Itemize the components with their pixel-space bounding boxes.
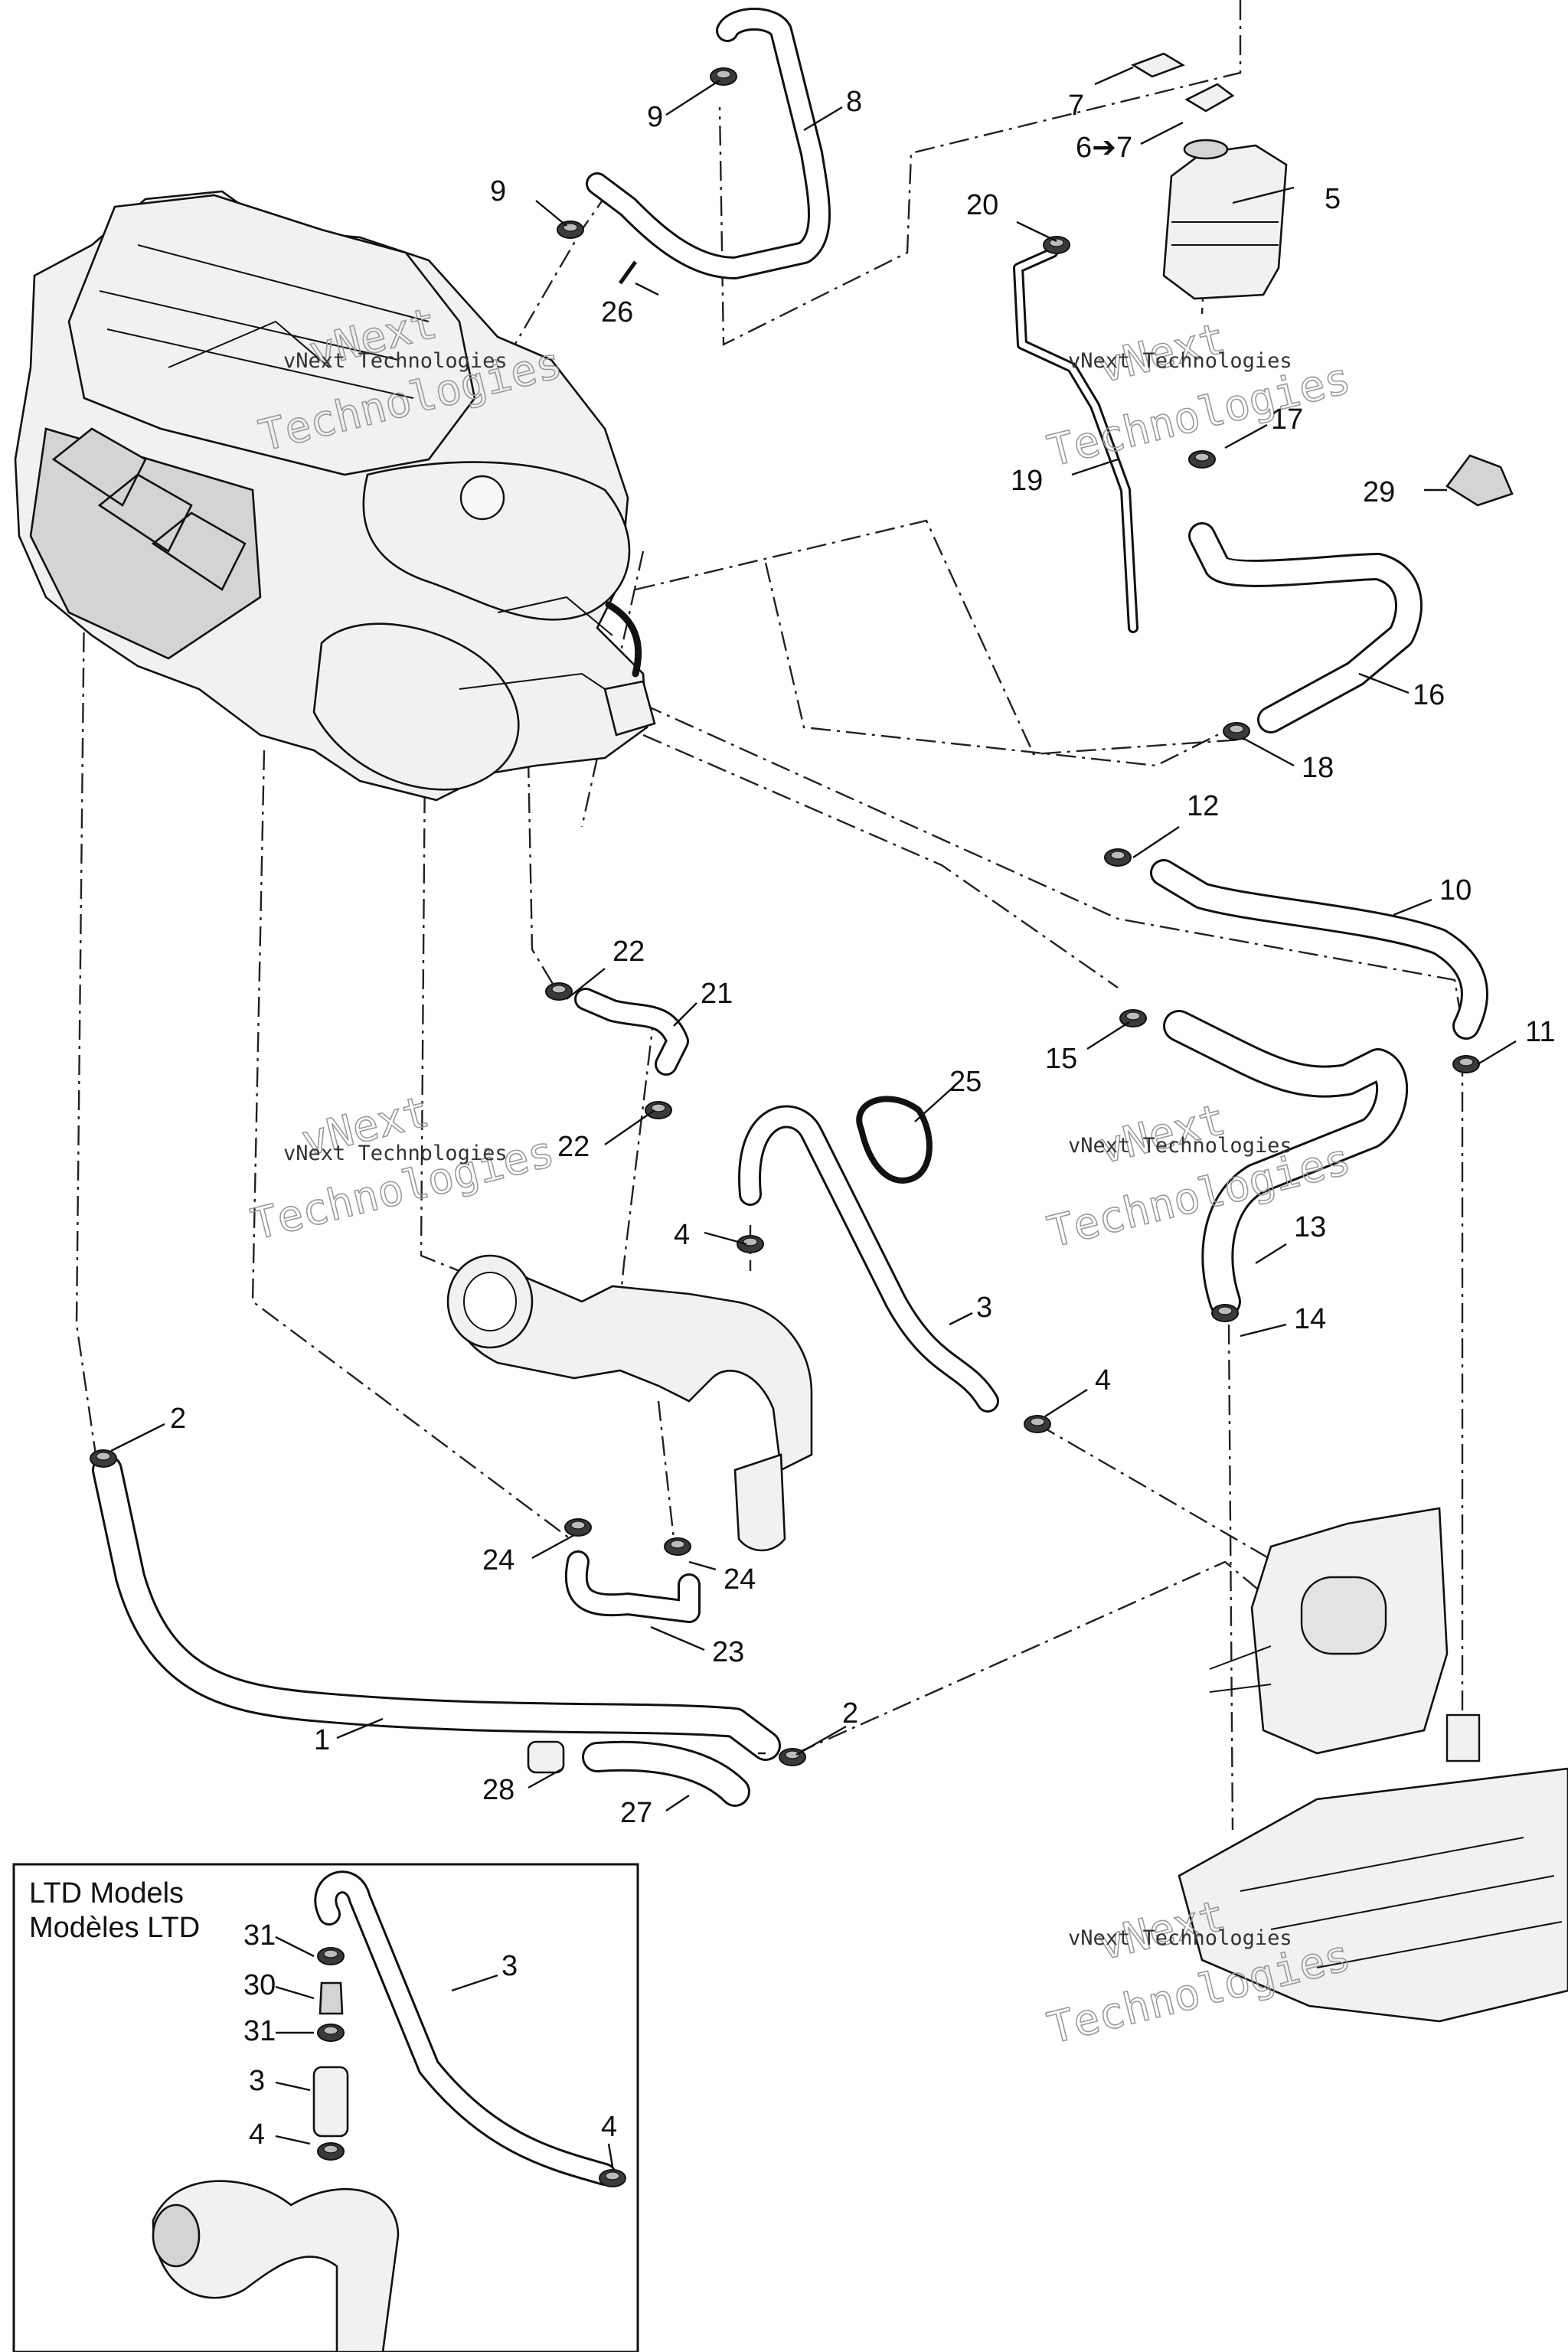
callout-7: 7: [1068, 90, 1084, 122]
callout-18: 18: [1302, 752, 1334, 784]
water-box-muffler: [446, 1254, 813, 1552]
reservoir-cap: [1184, 83, 1235, 113]
callout-23: 23: [712, 1636, 744, 1668]
ltd-title-fr: Modèles LTD: [29, 1912, 200, 1944]
hose-27: [582, 1740, 750, 1807]
callout-13: 13: [1294, 1211, 1326, 1243]
callout-2a: 2: [170, 1403, 186, 1435]
callout-19: 19: [1011, 465, 1043, 497]
svg-text:vNext Technologies: vNext Technologies: [1068, 1926, 1292, 1950]
jet-pump-housing: [1209, 1507, 1449, 1755]
leader-lines: [110, 66, 1517, 1811]
svg-text:vNext Technologies: vNext Technologies: [283, 1142, 508, 1165]
svg-text:vNext Technologies: vNext Technologies: [1068, 1134, 1292, 1158]
ltd-title-en: LTD Models: [29, 1877, 184, 1909]
callout-28: 28: [482, 1774, 514, 1806]
hose-10: [1150, 859, 1488, 1040]
ltd-callout-3b: 3: [501, 1950, 518, 1982]
callout-17: 17: [1271, 403, 1303, 436]
ltd-callout-31a: 31: [243, 1919, 276, 1952]
callout-5: 5: [1325, 183, 1341, 215]
callout-1: 1: [314, 1724, 330, 1756]
hose-16: [1188, 522, 1423, 733]
callout-4a: 4: [674, 1219, 690, 1251]
callout-15: 15: [1045, 1043, 1077, 1075]
callout-21: 21: [701, 978, 733, 1010]
callout-4b: 4: [1095, 1364, 1111, 1396]
callout-26: 26: [601, 296, 633, 328]
hose-19: [1013, 247, 1138, 633]
gasket-25: [856, 1096, 933, 1184]
callout-24b: 24: [724, 1563, 756, 1596]
callout-24a: 24: [482, 1544, 514, 1576]
callout-29: 29: [1363, 476, 1395, 508]
callout-3: 3: [976, 1292, 992, 1324]
ltd-callout-31b: 31: [243, 2015, 276, 2047]
callout-14: 14: [1294, 1303, 1326, 1335]
ltd-callout-4a: 4: [249, 2118, 265, 2151]
coolant-reservoir: [1162, 139, 1288, 300]
ltd-models-inset: LTD Models Modèles LTD 31 30 31 3 4 3 4: [12, 1863, 639, 2352]
callout-6: 6➔7: [1076, 132, 1132, 164]
hose-23: [564, 1550, 701, 1623]
ltd-callout-3a: 3: [249, 2065, 265, 2097]
cap-gasket: [1131, 52, 1185, 78]
fitting-26: [618, 260, 638, 285]
callout-9b: 9: [490, 175, 506, 207]
callout-8: 8: [846, 86, 862, 118]
callout-11: 11: [1525, 1016, 1555, 1048]
ride-plate: [1178, 1713, 1568, 2023]
callout-9a: 9: [647, 101, 663, 133]
hose-21: [574, 988, 689, 1076]
callout-2b: 2: [842, 1697, 858, 1730]
hose-8: [586, 8, 831, 279]
callout-12: 12: [1187, 790, 1219, 822]
callout-20: 20: [966, 189, 998, 221]
svg-text:vNext Technologies: vNext Technologies: [283, 349, 508, 373]
ltd-callout-30: 30: [243, 1969, 276, 2001]
callout-16: 16: [1413, 679, 1445, 711]
engine-assembly: [14, 190, 656, 802]
hose-1: [92, 1455, 781, 1761]
callout-22a: 22: [612, 936, 645, 968]
callout-27: 27: [620, 1797, 652, 1829]
clamp-29: [1446, 454, 1514, 507]
hose-13: [1163, 1010, 1409, 1318]
callout-10: 10: [1439, 874, 1472, 906]
callout-25: 25: [949, 1066, 982, 1098]
hose-3: [738, 1105, 999, 1413]
callout-22b: 22: [557, 1131, 590, 1163]
svg-text:vNext Technologies: vNext Technologies: [1068, 349, 1292, 373]
ltd-callout-4b: 4: [601, 2111, 617, 2143]
callout-labels: 1 2 2 3 4 4 5 6➔7 7 8 9 9 10 11 12 13 14…: [170, 86, 1555, 1829]
part-28: [527, 1740, 565, 1774]
